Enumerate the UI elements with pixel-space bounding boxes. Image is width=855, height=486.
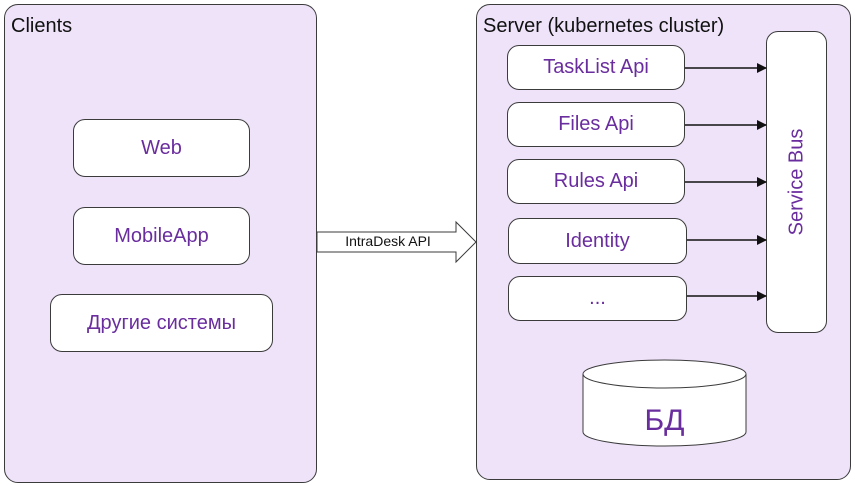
clients-title: Clients xyxy=(11,15,73,37)
client-mobileapp[interactable]: MobileApp xyxy=(73,207,250,265)
service-rules-api[interactable]: Rules Api xyxy=(507,159,685,204)
server-title: Server (kubernetes cluster) xyxy=(483,15,725,37)
service-identity[interactable]: Identity xyxy=(508,218,687,264)
db-cylinder-body xyxy=(582,374,747,447)
service-files-api[interactable]: Files Api xyxy=(507,102,685,147)
client-other-systems[interactable]: Другие системы xyxy=(50,294,273,352)
api-block-arrow xyxy=(316,220,477,264)
client-web[interactable]: Web xyxy=(73,119,250,177)
api-arrow-label: IntraDesk API xyxy=(345,233,431,249)
db-cylinder-top xyxy=(582,359,747,389)
service-tasklist-api[interactable]: TaskList Api xyxy=(507,45,685,90)
service-more[interactable]: ... xyxy=(508,276,687,321)
database-label: БД xyxy=(644,404,685,437)
